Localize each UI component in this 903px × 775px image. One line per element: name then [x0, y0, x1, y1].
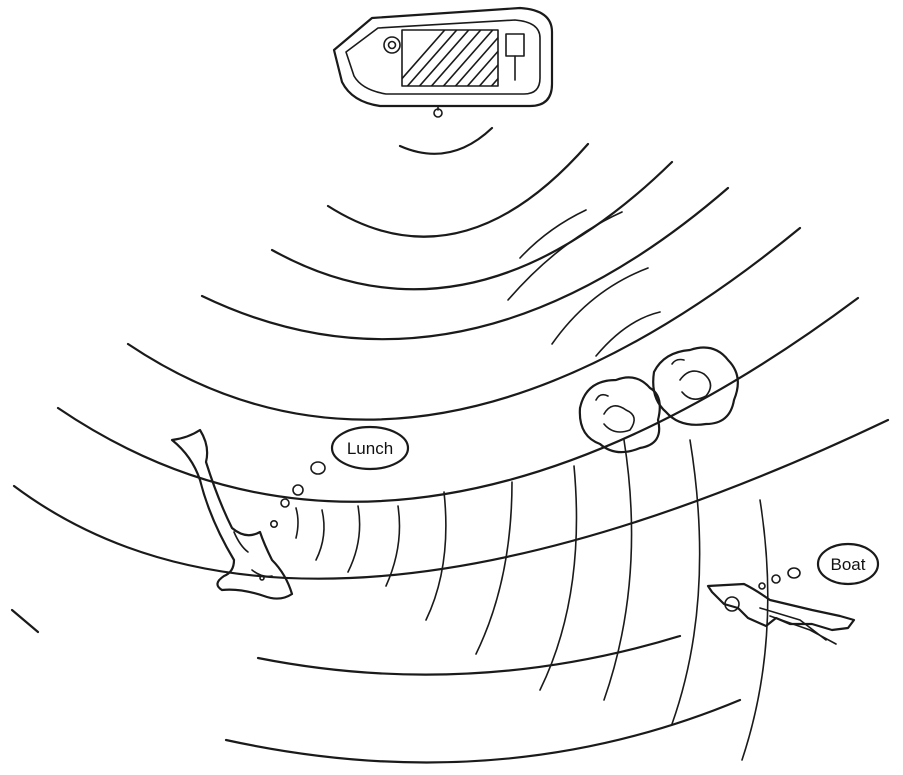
rock-echoes: [508, 210, 660, 356]
boat-bubble: Boat: [818, 544, 878, 584]
sonar-arc: [400, 128, 492, 154]
sonar-arc: [202, 188, 728, 339]
outboard-motor-icon: [506, 34, 524, 56]
sonar-arc: [272, 162, 672, 289]
boat-icon: [334, 8, 552, 117]
sonar-waves: [12, 128, 888, 763]
lunch-bubble: Lunch: [332, 427, 408, 469]
sonar-arc: [328, 144, 588, 237]
sonar-arc: [226, 700, 740, 763]
diver-icon: [708, 584, 854, 644]
boat-label: Boat: [831, 555, 866, 574]
diver-thought-bubbles: [759, 568, 800, 589]
sonar-arc: [12, 610, 38, 632]
sonar-arc: [128, 228, 800, 420]
fish-echoes: [296, 440, 768, 760]
sonar-unit-icon: [384, 37, 400, 53]
sonar-arc: [58, 298, 858, 502]
lunch-label: Lunch: [347, 439, 393, 458]
sonar-arc: [14, 420, 888, 579]
